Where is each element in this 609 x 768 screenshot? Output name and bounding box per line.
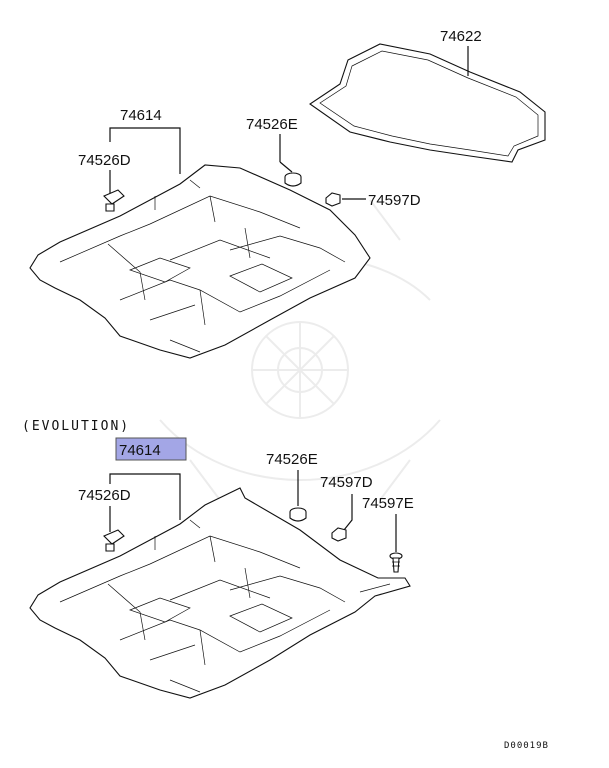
diagram-code: D00019B [504,741,549,751]
bracket-74614-top [109,127,181,174]
leader-74597d-bottom [343,494,353,531]
clip-74597d-top[interactable] [325,192,341,207]
clip-74526e-top[interactable] [284,172,302,187]
bracket-74614-bottom [109,473,181,520]
clip-74597d-bottom[interactable] [331,527,347,542]
clip-74597e-bottom[interactable] [389,552,403,573]
label-74526d-top: 74526D [78,152,131,169]
highlight-74614-bottom [115,437,187,461]
section-label-evolution: (EVOLUTION) [22,419,130,434]
label-74597d-top: 74597D [368,192,421,209]
floor-mat-74614-top[interactable] [29,164,371,359]
label-74614-bottom: 74614 [119,442,161,459]
label-74526d-bottom: 74526D [78,487,131,504]
clip-74526e-bottom[interactable] [289,507,307,522]
trunk-mat-74622[interactable] [309,43,546,163]
label-74597e-bottom: 74597E [362,495,414,512]
label-74614-top: 74614 [120,107,162,124]
label-74622: 74622 [440,28,482,45]
label-74526e-bottom: 74526E [266,451,318,468]
label-74526e-top: 74526E [246,116,298,133]
label-74597d-bottom: 74597D [320,474,373,491]
clip-74526d-bottom[interactable] [103,529,125,552]
clip-74526d-top[interactable] [103,189,125,212]
floor-mat-74614-bottom[interactable] [29,487,411,699]
leader-74526e-top-d [279,161,293,173]
